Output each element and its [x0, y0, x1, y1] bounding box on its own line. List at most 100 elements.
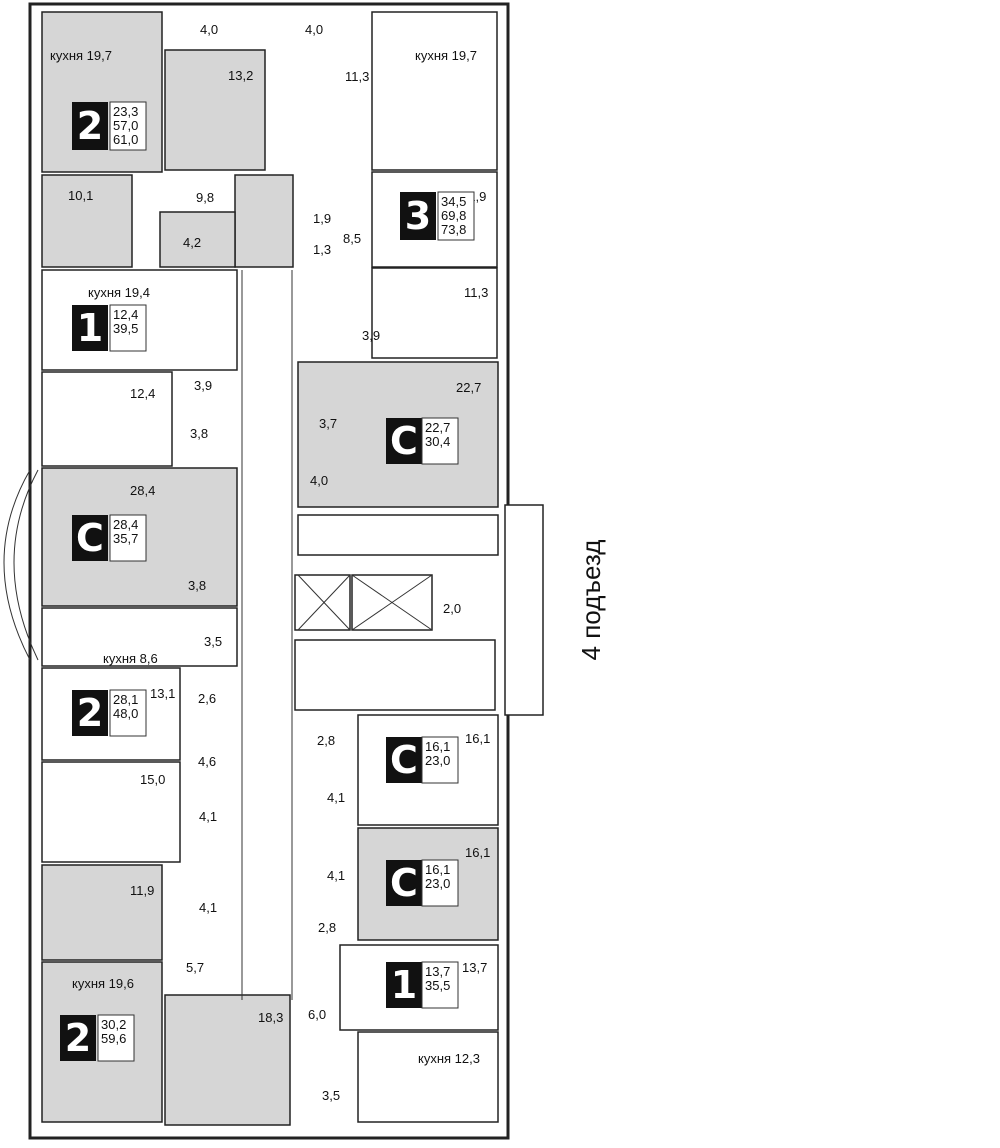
room-11-9	[41, 864, 163, 961]
room-area-label: 1,9	[313, 211, 331, 226]
room-area-label: 3,9	[362, 328, 380, 343]
apartment-badge: С 28,435,7	[72, 514, 147, 562]
staircase	[294, 639, 496, 711]
room-area-label: 3,9	[194, 378, 212, 393]
apartment-area-value: 16,1	[425, 739, 450, 754]
apartment-area-value: 13,7	[425, 964, 450, 979]
room-area-label: 3,8	[188, 578, 206, 593]
room-area-label: 16,1	[465, 731, 490, 746]
room-area-label: 10,1	[68, 188, 93, 203]
apartment-area-value: 61,0	[113, 132, 138, 147]
apartment-type: С	[390, 738, 418, 782]
apartment-type: 1	[77, 306, 103, 350]
room-area-label: кухня 19,7	[50, 48, 112, 63]
apartment-type: 2	[77, 691, 103, 735]
room-kitchen-12-3	[357, 1031, 499, 1123]
room-15-0	[41, 761, 181, 863]
room-area-label: 6,0	[308, 1007, 326, 1022]
room-area-label: 13,2	[228, 68, 253, 83]
room-area-label: 11,3	[464, 285, 488, 300]
apartment-area-box	[421, 736, 459, 784]
apartment-area-value: 57,0	[113, 118, 138, 133]
room-area-label: 11,9	[130, 883, 154, 898]
apartment-area-box	[437, 191, 475, 241]
apartment-area-value: 30,4	[425, 434, 450, 449]
room-area-label: кухня 19,6	[72, 976, 134, 991]
apartment-area-value: 23,0	[425, 876, 450, 891]
apartment-type: 1	[391, 963, 417, 1007]
apartment-area-value: 28,4	[113, 517, 138, 532]
room-grey-hall	[234, 174, 294, 268]
apartment-area-value: 39,5	[113, 321, 138, 336]
apartment-badge: С 22,730,4	[386, 417, 459, 465]
apartment-type: С	[390, 419, 418, 463]
room-area-label: 4,6	[198, 754, 216, 769]
apartment-area-value: 35,7	[113, 531, 138, 546]
apartment-area-value: 28,1	[113, 692, 138, 707]
room-area-label: 22,7	[456, 380, 481, 395]
apartment-area-value: 23,0	[425, 753, 450, 768]
bath-4-2	[159, 211, 236, 268]
apartment-area-value: 59,6	[101, 1031, 126, 1046]
room-kitchen-8-6	[41, 607, 238, 667]
room-area-label: 4,1	[199, 900, 217, 915]
room-area-label: кухня 19,7	[415, 48, 477, 63]
room-area-label: 4,0	[200, 22, 218, 37]
room-area-label: 3,7	[319, 416, 337, 431]
room-area-label: 2,0	[443, 601, 461, 616]
room-area-label: 3,5	[322, 1088, 340, 1103]
apartment-area-value: 23,3	[113, 104, 138, 119]
apartment-area-value: 73,8	[441, 222, 466, 237]
apartment-area-value: 30,2	[101, 1017, 126, 1032]
apartment-type: 3	[405, 194, 431, 238]
apartment-area-box	[421, 417, 459, 465]
apartment-type-box	[386, 418, 422, 464]
room-area-label: 11,3	[345, 69, 369, 84]
room-area-label: 13,7	[462, 960, 487, 975]
room-area-label: 9,8	[196, 190, 214, 205]
room-area-label: 16,1	[465, 845, 490, 860]
room-11-3-b	[371, 267, 498, 359]
apartment-type-box	[386, 737, 422, 783]
room-area-label: 4,1	[327, 868, 345, 883]
room-area-label: 4,1	[327, 790, 345, 805]
room-area-label: 12,4	[130, 386, 155, 401]
room-area-label: 4,2	[183, 235, 201, 250]
room-area-label: 4,1	[199, 809, 217, 824]
room-12-4	[41, 371, 173, 467]
apartment-type-box	[386, 860, 422, 906]
apartment-area-value: 69,8	[441, 208, 466, 223]
apartment-badge: 2 30,259,6	[60, 1014, 135, 1062]
room-area-label: 2,6	[198, 691, 216, 706]
room-area-label: кухня 12,3	[418, 1051, 480, 1066]
apartment-area-box	[109, 514, 147, 562]
room-area-label: 8,5	[343, 231, 361, 246]
apartment-area-value: 22,7	[425, 420, 450, 435]
apartment-type-box	[72, 515, 108, 561]
room-area-label: кухня 19,4	[88, 285, 150, 300]
room-area-label: 4,0	[305, 22, 323, 37]
apartment-type-box	[72, 690, 108, 736]
apartment-area-box	[109, 101, 147, 151]
room-10-1	[41, 174, 133, 268]
bay-window-outer	[3, 469, 31, 661]
room-kitchen-2	[371, 11, 498, 171]
apartment-area-box	[109, 304, 147, 352]
apartment-type: С	[76, 516, 104, 560]
apartment-type: 2	[65, 1016, 91, 1060]
apartment-area-value: 34,5	[441, 194, 466, 209]
apartment-type-box	[72, 102, 108, 150]
room-area-label: 1,3	[313, 242, 331, 257]
apartment-badge: С 16,123,0	[386, 736, 459, 784]
apartment-type-box	[72, 305, 108, 351]
room-area-label: 28,4	[130, 483, 155, 498]
room-area-label: 18,3	[258, 1010, 283, 1025]
